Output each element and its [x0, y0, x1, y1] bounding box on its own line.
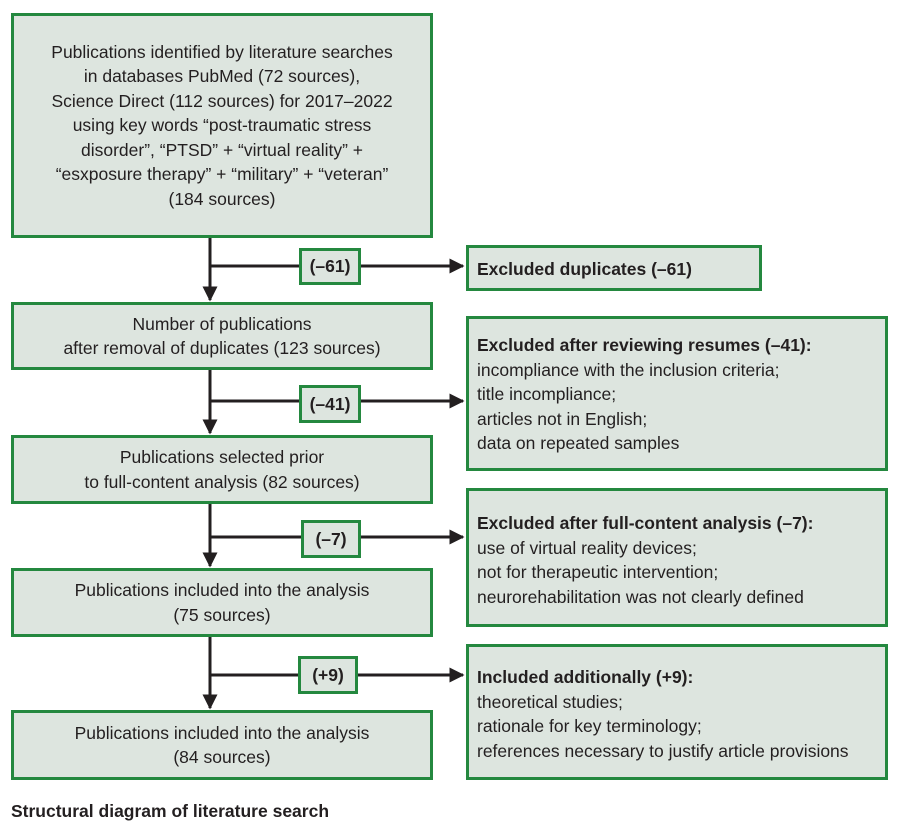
side-box-excluded-duplicates: Excluded duplicates (–61) — [466, 245, 762, 291]
count-badge-plus-9: (+9) — [298, 656, 358, 694]
stage-text-line: (84 sources) — [173, 747, 271, 767]
stage-text-line: “esxposure therapy” + “military” + “vete… — [55, 164, 389, 185]
stage-text-line: (75 sources) — [173, 604, 271, 625]
side-box-item: use of virtual reality devices; — [477, 537, 697, 558]
side-box-item: data on repeated samples — [477, 433, 680, 453]
side-box-title: Excluded duplicates (–61) — [477, 259, 692, 279]
stage-text-line: after removal of duplicates (123 sources… — [63, 338, 381, 358]
stage-text-line: Science Direct (112 sources) for 2017–20… — [51, 90, 393, 111]
side-box-title: Excluded after reviewing resumes (–41): — [477, 335, 812, 355]
stage-text-line: disorder”, “PTSD” + “virtual reality” + — [80, 139, 363, 160]
side-box-item: title incompliance; — [477, 384, 617, 404]
side-box-title: Included additionally (+9): — [477, 667, 694, 687]
figure-caption: Structural diagram of literature search — [11, 801, 330, 821]
count-badge-minus-7: (–7) — [301, 520, 361, 558]
stage-text-line: in databases PubMed (72 sources), — [83, 66, 361, 87]
stage-text-line: Number of publications — [132, 313, 312, 334]
stage-text-line: using key words “post-traumatic stress — [72, 115, 372, 136]
side-box-item: incompliance with the inclusion criteria… — [477, 359, 780, 380]
stage-box-identified: Publications identified by literature se… — [11, 13, 433, 238]
stage-text-line: to full-content analysis (82 sources) — [84, 471, 360, 492]
side-box-title: Excluded after full-content analysis (–7… — [477, 513, 814, 533]
stage-text-line: Publications identified by literature se… — [51, 41, 393, 62]
stage-text-line: Publications included into the analysis — [74, 580, 370, 600]
side-box-item: not for therapeutic intervention; — [477, 562, 719, 582]
stage-text-line: (184 sources) — [168, 188, 276, 209]
side-box-item: neurorehabilitation was not clearly defi… — [477, 586, 804, 607]
side-box-included-additionally: Included additionally (+9): theoretical … — [466, 644, 888, 780]
stage-box-included-84: Publications included into the analysis … — [11, 710, 433, 780]
count-badge-minus-61: (–61) — [299, 248, 361, 285]
side-box-item: references necessary to justify article … — [477, 740, 849, 761]
stage-box-deduplicated: Number of publications after removal of … — [11, 302, 433, 370]
side-box-item: theoretical studies; — [477, 691, 623, 712]
side-box-excluded-resumes: Excluded after reviewing resumes (–41): … — [466, 316, 888, 471]
stage-text-line: Publications selected prior — [119, 447, 325, 467]
side-box-excluded-full-content: Excluded after full-content analysis (–7… — [466, 488, 888, 627]
side-box-item: articles not in English; — [477, 408, 648, 429]
count-badge-minus-41: (–41) — [299, 385, 361, 423]
side-box-item: rationale for key terminology; — [477, 716, 702, 736]
stage-box-selected: Publications selected prior to full-cont… — [11, 435, 433, 504]
stage-box-included-75: Publications included into the analysis … — [11, 568, 433, 637]
stage-text-line: Publications included into the analysis — [74, 722, 370, 743]
